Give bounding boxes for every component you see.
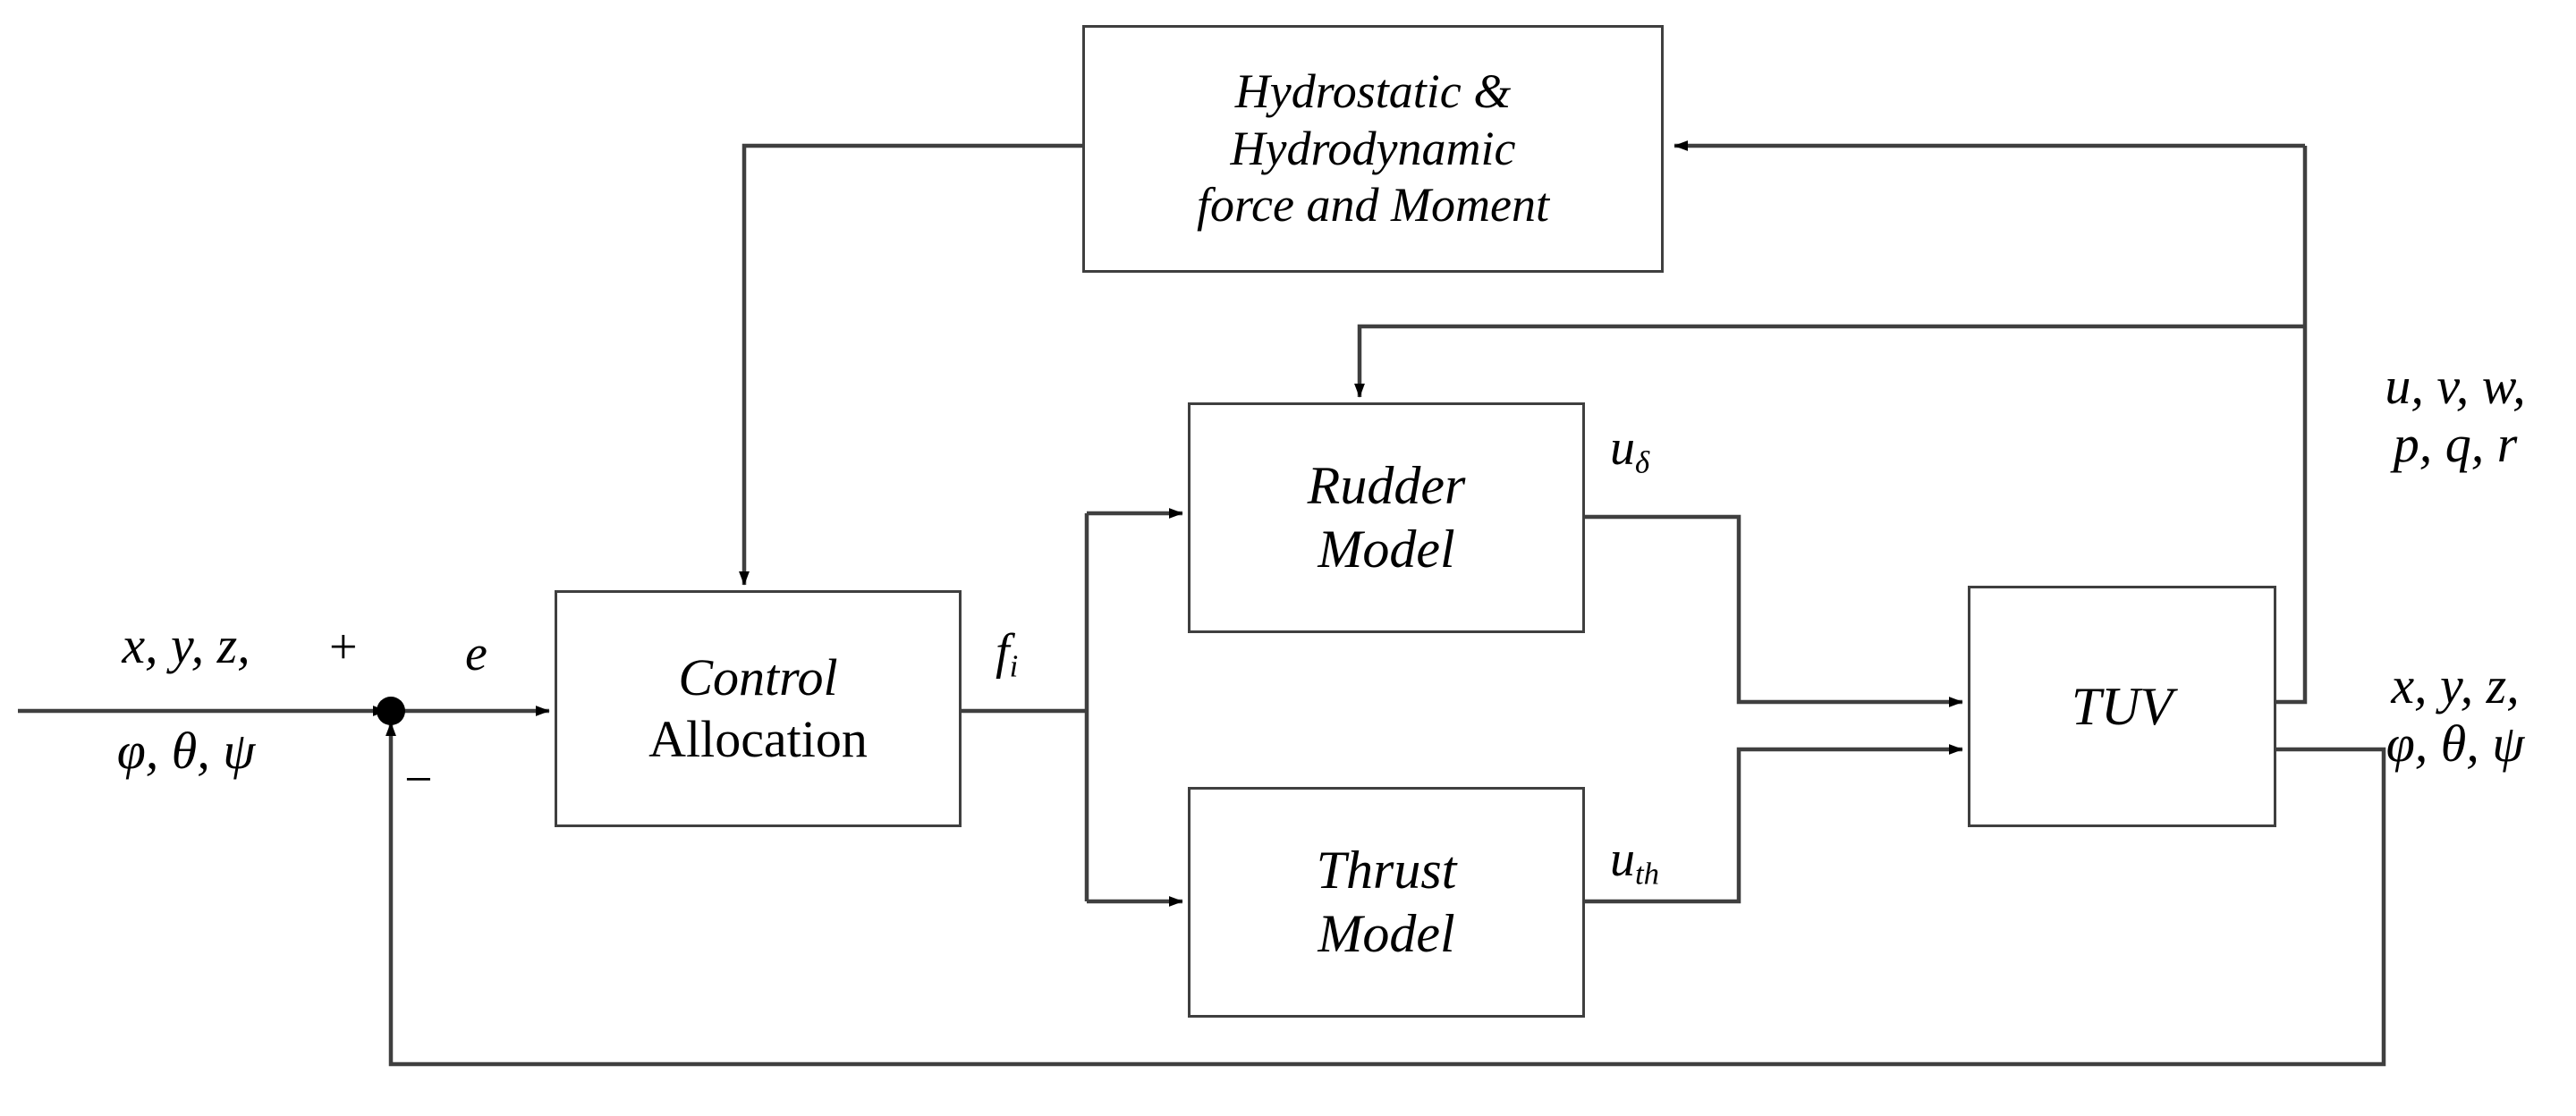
- position-line-2: φ, θ, ψ: [2385, 714, 2525, 773]
- plus-glyph: +: [329, 620, 358, 675]
- control-line-2: Allocation: [648, 709, 868, 768]
- wire-hydro-to-control: [739, 143, 1082, 586]
- block-hydrostatic-hydrodynamic[interactable]: Hydrostatic & Hydrodynamic force and Mom…: [1082, 25, 1664, 273]
- label-force-signal: fi: [996, 624, 1018, 685]
- block-control-allocation[interactable]: Control Allocation: [555, 590, 962, 827]
- minus-sign: −: [404, 751, 433, 808]
- block-tuv[interactable]: TUV: [1968, 586, 2276, 827]
- error-glyph: e: [465, 626, 487, 681]
- label-reference-input: x, y, z,: [25, 616, 347, 675]
- label-velocity-feedback: u, v, w, p, q, r: [2334, 357, 2576, 474]
- tuv-label: TUV: [2071, 676, 2174, 736]
- label-error-signal: e: [465, 626, 487, 682]
- wire-position-feedback: [386, 722, 2386, 1067]
- rudder-line-1: Rudder: [1307, 456, 1466, 516]
- force-glyph: f: [996, 624, 1010, 680]
- hydro-line-1: Hydrostatic &: [1234, 63, 1512, 118]
- force-subscript: i: [1009, 648, 1019, 684]
- thrust-line-1: Thrust: [1316, 841, 1457, 900]
- wire-thrust-to-tuv: [1585, 744, 1963, 904]
- thrust-output-glyph: u: [1610, 832, 1635, 887]
- minus-glyph: −: [404, 752, 433, 807]
- label-position-feedback: x, y, z, φ, θ, ψ: [2334, 656, 2576, 774]
- thrust-line-2: Model: [1318, 904, 1455, 963]
- position-line-1: x, y, z,: [2391, 656, 2520, 714]
- control-line-1: Control: [678, 648, 838, 707]
- wire-rudder-to-tuv: [1585, 514, 1963, 707]
- label-reference-input-2: φ, θ, ψ: [25, 722, 347, 781]
- plus-sign: +: [329, 619, 358, 676]
- hydro-line-3: force and Moment: [1197, 178, 1549, 232]
- block-thrust-model[interactable]: Thrust Model: [1188, 787, 1585, 1018]
- label-rudder-output: uδ: [1610, 420, 1649, 481]
- block-rudder-model[interactable]: Rudder Model: [1188, 402, 1585, 633]
- velocity-line-2: p, q, r: [2393, 414, 2518, 473]
- wire-bus-to-rudder-top: [1354, 324, 2305, 398]
- hydro-line-2: Hydrodynamic: [1230, 121, 1516, 175]
- summing-junction-node: [377, 697, 405, 725]
- rudder-line-2: Model: [1318, 520, 1455, 579]
- rudder-output-subscript: δ: [1635, 444, 1650, 480]
- reference-line-2: φ, θ, ψ: [116, 722, 256, 780]
- reference-line-1: x, y, z,: [122, 616, 250, 674]
- rudder-output-glyph: u: [1610, 420, 1635, 476]
- velocity-line-1: u, v, w,: [2385, 357, 2526, 415]
- thrust-output-subscript: th: [1635, 856, 1660, 892]
- label-thrust-output: uth: [1610, 832, 1659, 892]
- wire-tuv-velocity-bus: [2276, 146, 2308, 705]
